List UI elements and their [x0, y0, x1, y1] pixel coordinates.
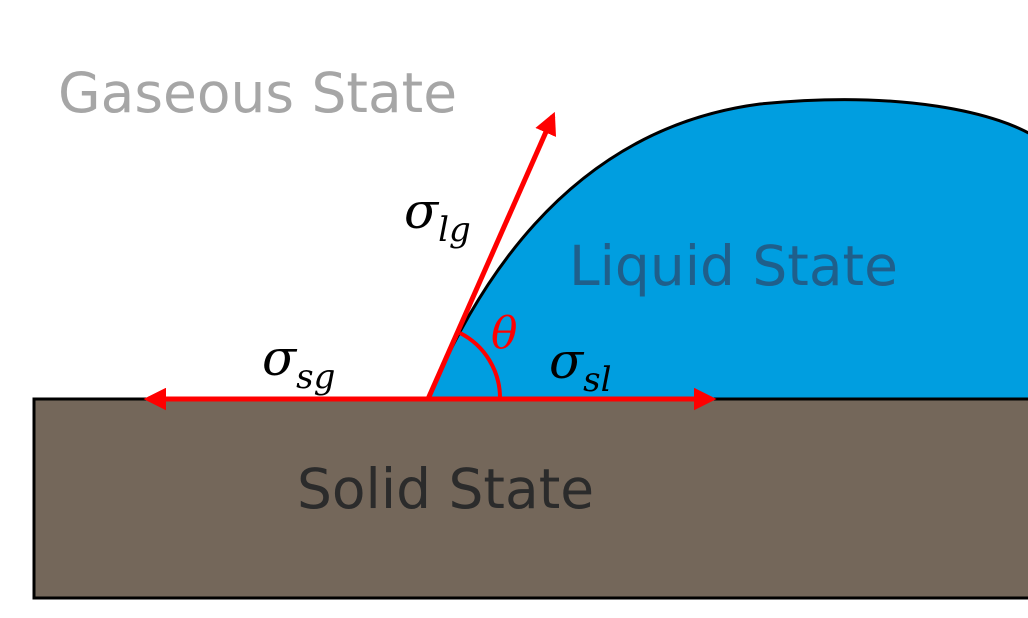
sigma-lg-symbol: σ	[404, 182, 440, 240]
theta-label: θ	[491, 308, 518, 359]
gaseous-state-label: Gaseous State	[58, 61, 457, 125]
liquid-state-label: Liquid State	[569, 234, 898, 298]
liquid-droplet	[425, 98, 1028, 401]
solid-state-label: Solid State	[297, 457, 594, 521]
sigma-sl-subscript: sl	[583, 360, 611, 400]
sigma-sl-label: σsl	[549, 332, 611, 400]
sigma-lg-label: σlg	[404, 182, 471, 250]
sigma-sg-label: σsg	[262, 329, 335, 397]
contact-angle-arc	[459, 331, 503, 400]
solid-substrate	[32, 397, 1028, 600]
sigma-sl-symbol: σ	[549, 332, 585, 390]
sigma-lg-subscript: lg	[438, 210, 471, 250]
sigma-sg-symbol: σ	[262, 329, 298, 387]
sigma-lg-arrow	[425, 111, 557, 401]
sigma-sg-subscript: sg	[296, 357, 335, 397]
